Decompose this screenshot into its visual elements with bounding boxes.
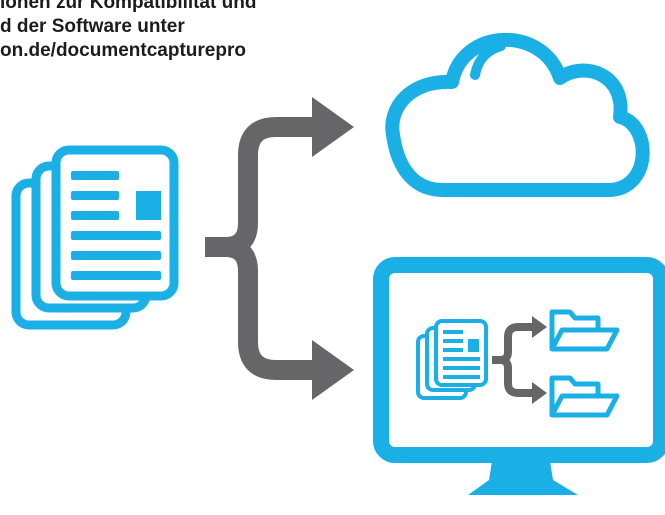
folder-icon bbox=[549, 309, 620, 352]
branch-arrow-icon bbox=[205, 97, 354, 400]
small-document-stack-icon bbox=[416, 319, 488, 400]
monitor-icon bbox=[373, 257, 665, 495]
caption-line-2: d der Software unter bbox=[0, 16, 185, 37]
caption-line-1: ionen zur Kompatibilität und bbox=[0, 0, 257, 13]
caption-text: ionen zur Kompatibilität und d der Softw… bbox=[0, 0, 330, 63]
caption-line-3: on.de/documentcapturepro bbox=[0, 40, 246, 61]
cloud-icon bbox=[385, 32, 650, 197]
small-branch-arrow-icon bbox=[492, 316, 547, 404]
document-stack-icon bbox=[11, 145, 179, 330]
folder-icon bbox=[549, 375, 620, 418]
